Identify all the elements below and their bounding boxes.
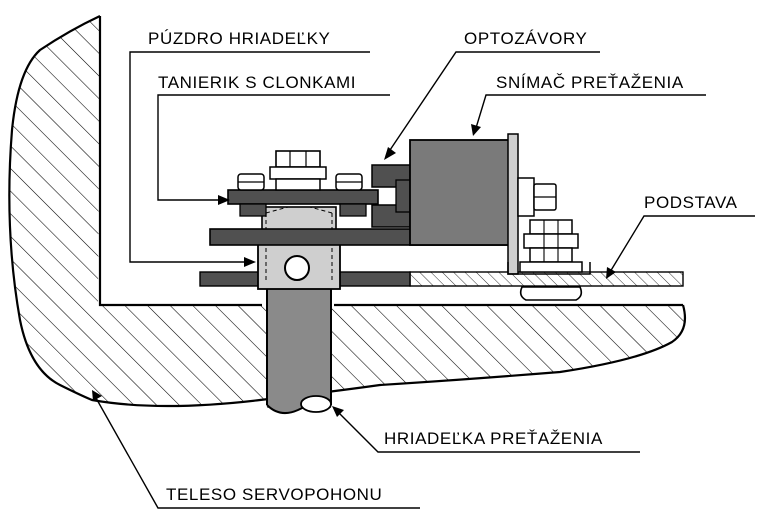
label-optozavory: OPTOZÁVORY [464,29,587,48]
label-puzdro: PÚZDRO HRIADEĽKY [148,29,330,48]
optogates [371,164,411,228]
leader-lines [92,51,755,509]
label-tanierik: TANIERIK S CLONKAMI [158,73,356,92]
shaft-housing [257,206,341,290]
label-hriadelka: HRIADEĽKA PREŤAŽENIA [384,429,603,448]
label-podstava: PODSTAVA [644,193,738,212]
label-teleso: TELESO SERVOPOHONU [166,485,382,504]
overload-sensor-body [409,133,591,301]
overload-shaft [266,286,332,415]
labels: PÚZDRO HRIADEĽKY TANIERIK S CLONKAMI OPT… [148,29,738,504]
shutter-disc [227,150,379,217]
label-snimac: SNÍMAČ PREŤAŽENIA [496,73,684,92]
